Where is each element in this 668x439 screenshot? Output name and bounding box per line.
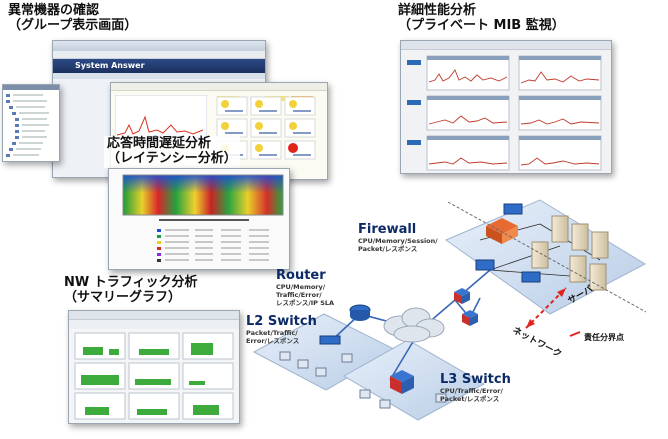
anomaly-section-title: 異常機器の確認 （グループ表示画面） xyxy=(8,3,138,34)
responsibility-boundary-label: 責任分界点 xyxy=(584,332,624,342)
l2-title: L2 Switch xyxy=(246,314,317,329)
traffic-graph-grid xyxy=(74,332,234,420)
anomaly-title-line1: 異常機器の確認 xyxy=(8,3,100,18)
latency-section-title: 応答時間遅延分析 （レイテンシー分析） xyxy=(104,136,240,168)
router-metrics-2: Traffic/Error/ xyxy=(276,291,322,300)
l2-metrics-1: Packet/Traffic/ xyxy=(246,329,298,337)
router-title: Router xyxy=(276,268,326,283)
traffic-summary-window xyxy=(68,310,240,424)
traffic-title-line2: （サマリーグラフ） xyxy=(64,289,182,305)
router-device xyxy=(349,304,371,321)
anomaly-title-line2: （グループ表示画面） xyxy=(8,17,138,33)
firewall-device xyxy=(486,218,518,244)
tree-list xyxy=(6,94,49,157)
detail-title-line1: 詳細性能分析 xyxy=(398,3,477,18)
latency-title-line1: 応答時間遅延分析 xyxy=(107,136,212,151)
tree-panel-window xyxy=(2,84,60,162)
l3-metrics-1: CPU/Traffic/Error/ xyxy=(440,387,503,395)
firewall-title: Firewall xyxy=(358,222,417,237)
l2-metrics-2: Error/レスポンス xyxy=(246,337,300,346)
l3-metrics-2: Packet/レスポンス xyxy=(440,395,500,404)
firewall-metrics-1: CPU/Memory/Session/ xyxy=(358,237,438,245)
latency-heatmap-chart xyxy=(122,174,284,262)
l2-switch-label: L2 Switch Packet/Traffic/ Error/レスポンス xyxy=(246,314,317,345)
latency-window xyxy=(108,168,290,270)
latency-title-line2: （レイテンシー分析） xyxy=(107,150,237,166)
traffic-section-title: NW トラフィック分析 （サマリーグラフ） xyxy=(64,275,198,306)
mib-chart-grid xyxy=(407,55,602,171)
firewall-label: Firewall CPU/Memory/Session/ Packet/レスポン… xyxy=(358,222,438,253)
app-brand-label: System Answer xyxy=(75,61,145,70)
l3-switch-device xyxy=(390,370,414,394)
internet-cloud xyxy=(383,307,445,343)
firewall-metrics-2: Packet/レスポンス xyxy=(358,245,418,254)
network-diagram: サーバ ネットワーク 責任分界点 xyxy=(252,199,647,421)
l3-title: L3 Switch xyxy=(440,372,511,387)
detail-section-title: 詳細性能分析 （プライベート MIB 監視） xyxy=(398,3,565,34)
l3-switch-label: L3 Switch CPU/Traffic/Error/ Packet/レスポン… xyxy=(440,372,511,403)
traffic-title-line1: NW トラフィック分析 xyxy=(64,275,198,290)
app-header: System Answer xyxy=(53,59,265,73)
detail-title-line2: （プライベート MIB 監視） xyxy=(398,17,565,33)
network-side-label: ネットワーク xyxy=(511,325,564,360)
mib-detail-window xyxy=(400,40,612,174)
router-label: Router CPU/Memory/ Traffic/Error/ レスポンス/… xyxy=(276,268,334,307)
server-rack-group xyxy=(531,215,609,291)
router-metrics-1: CPU/Memory/ xyxy=(276,283,326,291)
router-metrics-3: レスポンス/IP SLA xyxy=(276,299,335,308)
l2-switch-device xyxy=(319,335,341,345)
